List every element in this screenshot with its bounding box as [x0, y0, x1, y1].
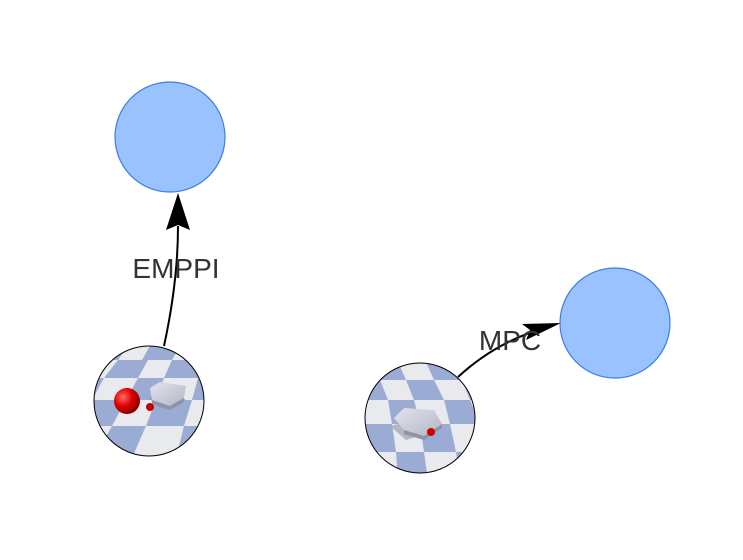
edge-emppi: EMPPI — [132, 193, 220, 347]
small-ball — [427, 428, 435, 436]
robot-body — [148, 382, 186, 410]
edge-emppi-label: EMPPI — [132, 253, 219, 284]
edge-mpc-arrowhead — [522, 323, 561, 340]
edge-mpc: MPC — [457, 323, 561, 378]
edge-mpc-label: MPC — [479, 325, 541, 356]
edge-emppi-arrowhead — [166, 193, 190, 230]
start-node-mpc — [364, 362, 476, 474]
checker-floor — [94, 346, 204, 456]
goal-node-mpc — [559, 267, 671, 379]
edge-emppi-line — [163, 225, 179, 347]
small-ball — [146, 403, 154, 411]
large-ball — [114, 388, 140, 414]
goal-node-emppi — [114, 81, 226, 193]
start-node-emppi — [93, 345, 205, 457]
